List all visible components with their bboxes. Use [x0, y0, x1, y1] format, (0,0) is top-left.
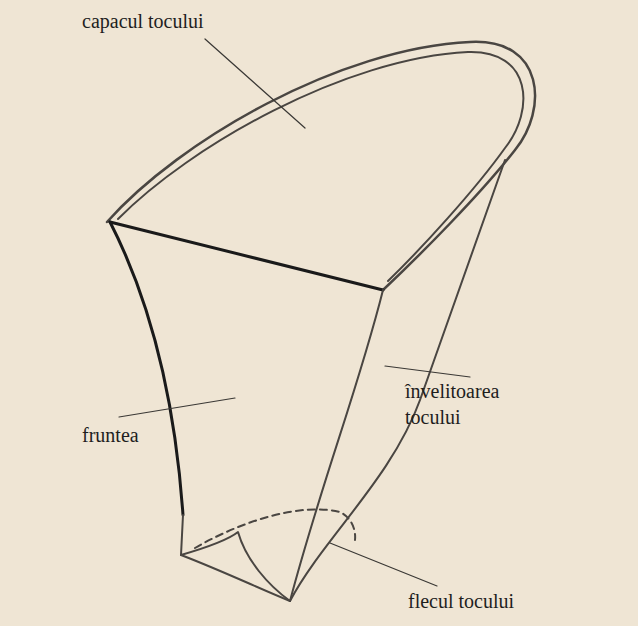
part-label: învelitoarea tocului	[405, 378, 535, 430]
heel-cap-rim	[118, 52, 523, 281]
leader-line	[205, 39, 305, 128]
covering-edge	[290, 290, 383, 601]
cap-edge	[110, 222, 383, 290]
front-edge	[181, 515, 183, 555]
top-lift	[181, 532, 290, 601]
top-lift-hidden	[195, 509, 355, 548]
leader-line	[385, 366, 470, 377]
heel-cap-rim	[107, 42, 535, 290]
front-edge	[110, 222, 183, 515]
part-label: fruntea	[82, 422, 202, 448]
part-label: capacul tocului	[82, 8, 282, 34]
top-lift	[181, 555, 290, 601]
leader-line	[119, 398, 235, 417]
leader-line	[330, 543, 437, 586]
part-label: flecul tocului	[408, 588, 608, 614]
